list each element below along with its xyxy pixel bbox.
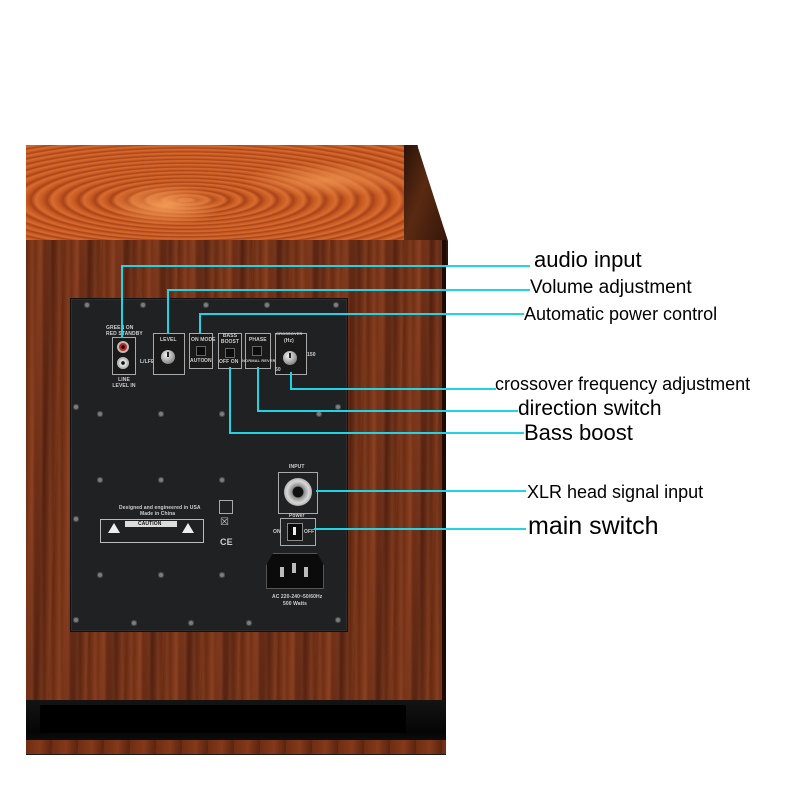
caution-plate (100, 519, 204, 543)
screw-icon (219, 572, 225, 578)
warning-triangle-icon (182, 523, 194, 533)
crossover-knob[interactable] (283, 351, 297, 365)
callout-automatic-power-control: Automatic power control (524, 304, 718, 324)
screw-icon (219, 411, 225, 417)
screw-icon (316, 411, 322, 417)
normal-reverse-label: NORMAL REVERSE (242, 358, 282, 363)
ce-mark: CE (220, 537, 233, 547)
on-mode-label: ON MODE (191, 337, 216, 343)
callout-bass-boost: Bass boost (524, 420, 633, 445)
status-led-label-standby: RED STANDBY (106, 331, 143, 337)
main-power-rocker[interactable] (287, 523, 303, 541)
cabinet-top-veneer (26, 145, 418, 240)
rca-input-white[interactable] (117, 357, 129, 369)
double-insulation-icon (219, 500, 233, 514)
screw-icon (158, 411, 164, 417)
crossover-label: CROSSOVER (276, 331, 303, 336)
callout-line-bass-boost (229, 367, 524, 434)
auto-label: AUTO (190, 358, 205, 364)
bass-boost-label: BASS BOOST (220, 333, 240, 345)
callout-crossover-frequency: crossover frequency adjustment (495, 374, 751, 394)
volume-knob[interactable] (161, 350, 175, 364)
freq-high-label: 150 (307, 352, 316, 358)
power-label: Power (289, 513, 305, 519)
screw-icon (84, 302, 90, 308)
callout-line-volume (167, 289, 530, 334)
callout-volume-adjustment: Volume adjustment (530, 277, 692, 298)
callout-line-direction (257, 367, 518, 412)
bass-boost-off-on: OFF ON (219, 359, 239, 365)
status-led-label: GREEN ON (106, 325, 134, 331)
screw-icon (97, 572, 103, 578)
screw-icon (333, 302, 339, 308)
screw-icon (97, 411, 103, 417)
xlr-box (278, 472, 318, 514)
iec-pin (304, 567, 308, 577)
weee-bin-icon: ☒ (220, 517, 230, 528)
bass-boost-switch[interactable] (225, 348, 235, 358)
callout-line-audio-input (121, 265, 530, 338)
line-level-in-label: LINE LEVEL IN (112, 377, 136, 389)
callout-line-crossover (290, 372, 496, 390)
cabinet-foot (26, 740, 446, 754)
screw-icon (335, 617, 341, 623)
screw-icon (140, 302, 146, 308)
callout-main-switch: main switch (528, 512, 659, 540)
freq-low-label: 50 (275, 367, 281, 373)
screw-icon (264, 302, 270, 308)
xlr-input-jack[interactable] (284, 478, 312, 506)
screw-icon (335, 404, 341, 410)
phase-label: PHASE (249, 337, 267, 343)
iec-pin (280, 567, 284, 577)
iec-pin (292, 563, 296, 573)
callout-direction-switch: direction switch (518, 397, 662, 420)
caution-label: CAUTION (138, 521, 162, 527)
power-on-label: ON (273, 529, 281, 535)
on-label: ON (204, 358, 212, 364)
callout-xlr-input: XLR head signal input (527, 482, 704, 502)
screw-icon (158, 572, 164, 578)
lfe-label: L/LFE (140, 359, 155, 365)
screw-icon (188, 620, 194, 626)
screw-icon (73, 404, 79, 410)
designed-label: Designed and engineered in USA (119, 505, 201, 511)
screw-icon (131, 620, 137, 626)
screw-icon (219, 477, 225, 483)
input-label: INPUT (289, 464, 305, 470)
screw-icon (97, 477, 103, 483)
callout-line-auto-power (199, 313, 524, 333)
power-switch-box (280, 518, 316, 546)
watts-label: 500 Watts (283, 601, 308, 607)
auto-power-switch[interactable] (196, 346, 206, 356)
caution-bar (125, 521, 177, 527)
port-slot (40, 705, 406, 733)
screw-icon (158, 477, 164, 483)
power-off-label: OFF (304, 529, 315, 535)
warning-triangle-icon (108, 523, 120, 533)
screw-icon (203, 302, 209, 308)
ac-rating-label: AC 220-240~50/60Hz (272, 594, 323, 600)
callout-audio-input: audio input (534, 247, 642, 272)
hz-label: (Hz) (284, 338, 294, 344)
screw-icon (246, 620, 252, 626)
screw-icon (73, 516, 79, 522)
rca-input-red[interactable] (117, 341, 129, 353)
phase-switch[interactable] (252, 346, 262, 356)
made-in-label: Made in China (140, 511, 176, 517)
screw-icon (73, 617, 79, 623)
level-label: LEVEL (160, 337, 177, 343)
